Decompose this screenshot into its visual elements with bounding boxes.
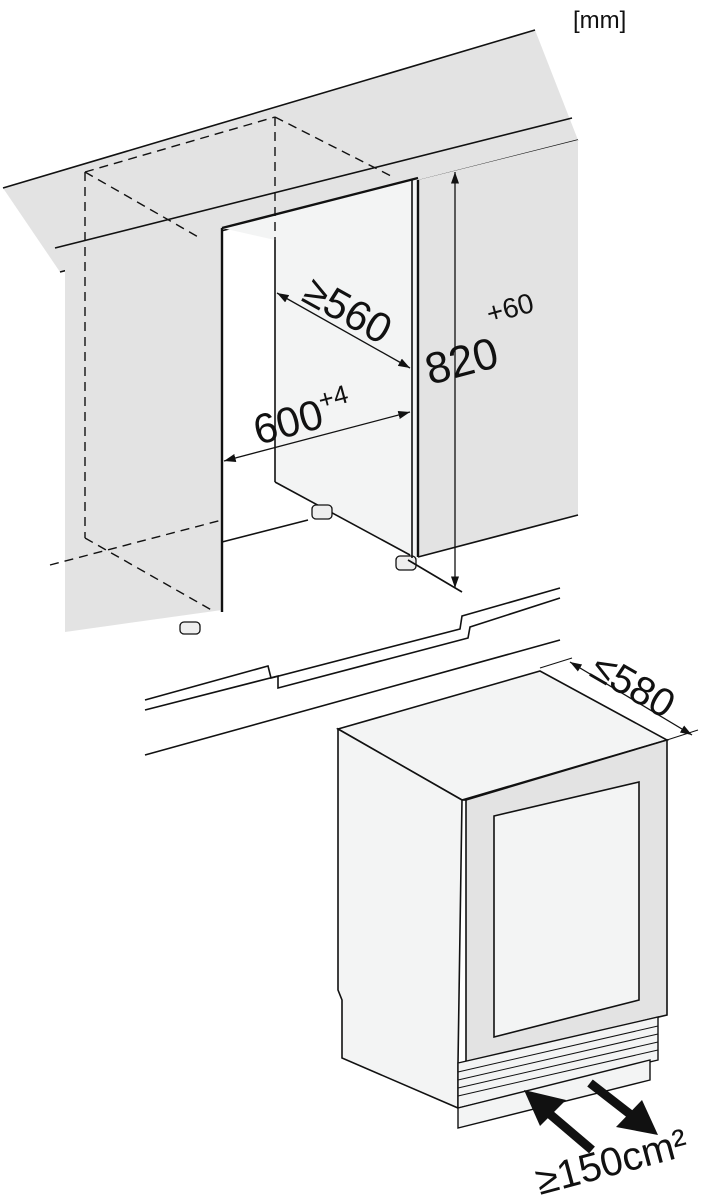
unit-label: [mm] xyxy=(573,7,626,34)
left-cabinet xyxy=(65,228,224,635)
floor-lines xyxy=(144,559,561,756)
foot xyxy=(179,621,201,635)
door-glass xyxy=(493,780,640,1039)
plinth xyxy=(457,1059,651,1129)
hidden-cabinet-outline xyxy=(49,116,396,613)
air-outlet-arrow-icon xyxy=(587,1079,658,1135)
air-inlet-arrow-icon xyxy=(524,1090,595,1154)
plinth-grille xyxy=(457,1016,659,1109)
dimension-lines xyxy=(223,172,699,741)
foot xyxy=(395,555,417,571)
foot xyxy=(311,504,333,520)
airflow-arrows xyxy=(524,1079,658,1154)
niche-back-panel xyxy=(221,176,419,571)
ventilation-area-label: ≥150cm² xyxy=(531,1121,692,1200)
appliance xyxy=(335,670,670,1129)
